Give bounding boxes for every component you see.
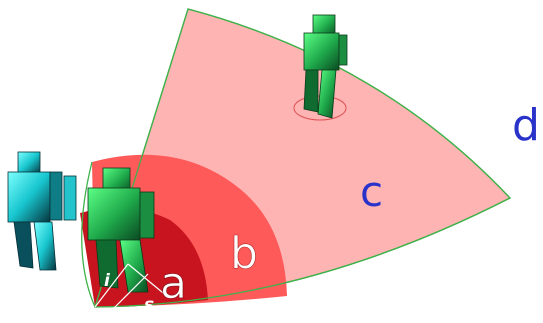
- label-a: a: [160, 258, 187, 309]
- label-b: b: [230, 228, 258, 279]
- label-d: d: [512, 100, 540, 151]
- zone-outline: [94, 8, 512, 308]
- label-s: s: [144, 295, 154, 315]
- distant-person-figure: [303, 14, 348, 119]
- distance-markers: [94, 263, 169, 313]
- observer-person-figure: [7, 151, 77, 271]
- label-c: c: [360, 167, 383, 216]
- near-person-figure: [87, 167, 155, 293]
- label-i: i: [104, 271, 111, 291]
